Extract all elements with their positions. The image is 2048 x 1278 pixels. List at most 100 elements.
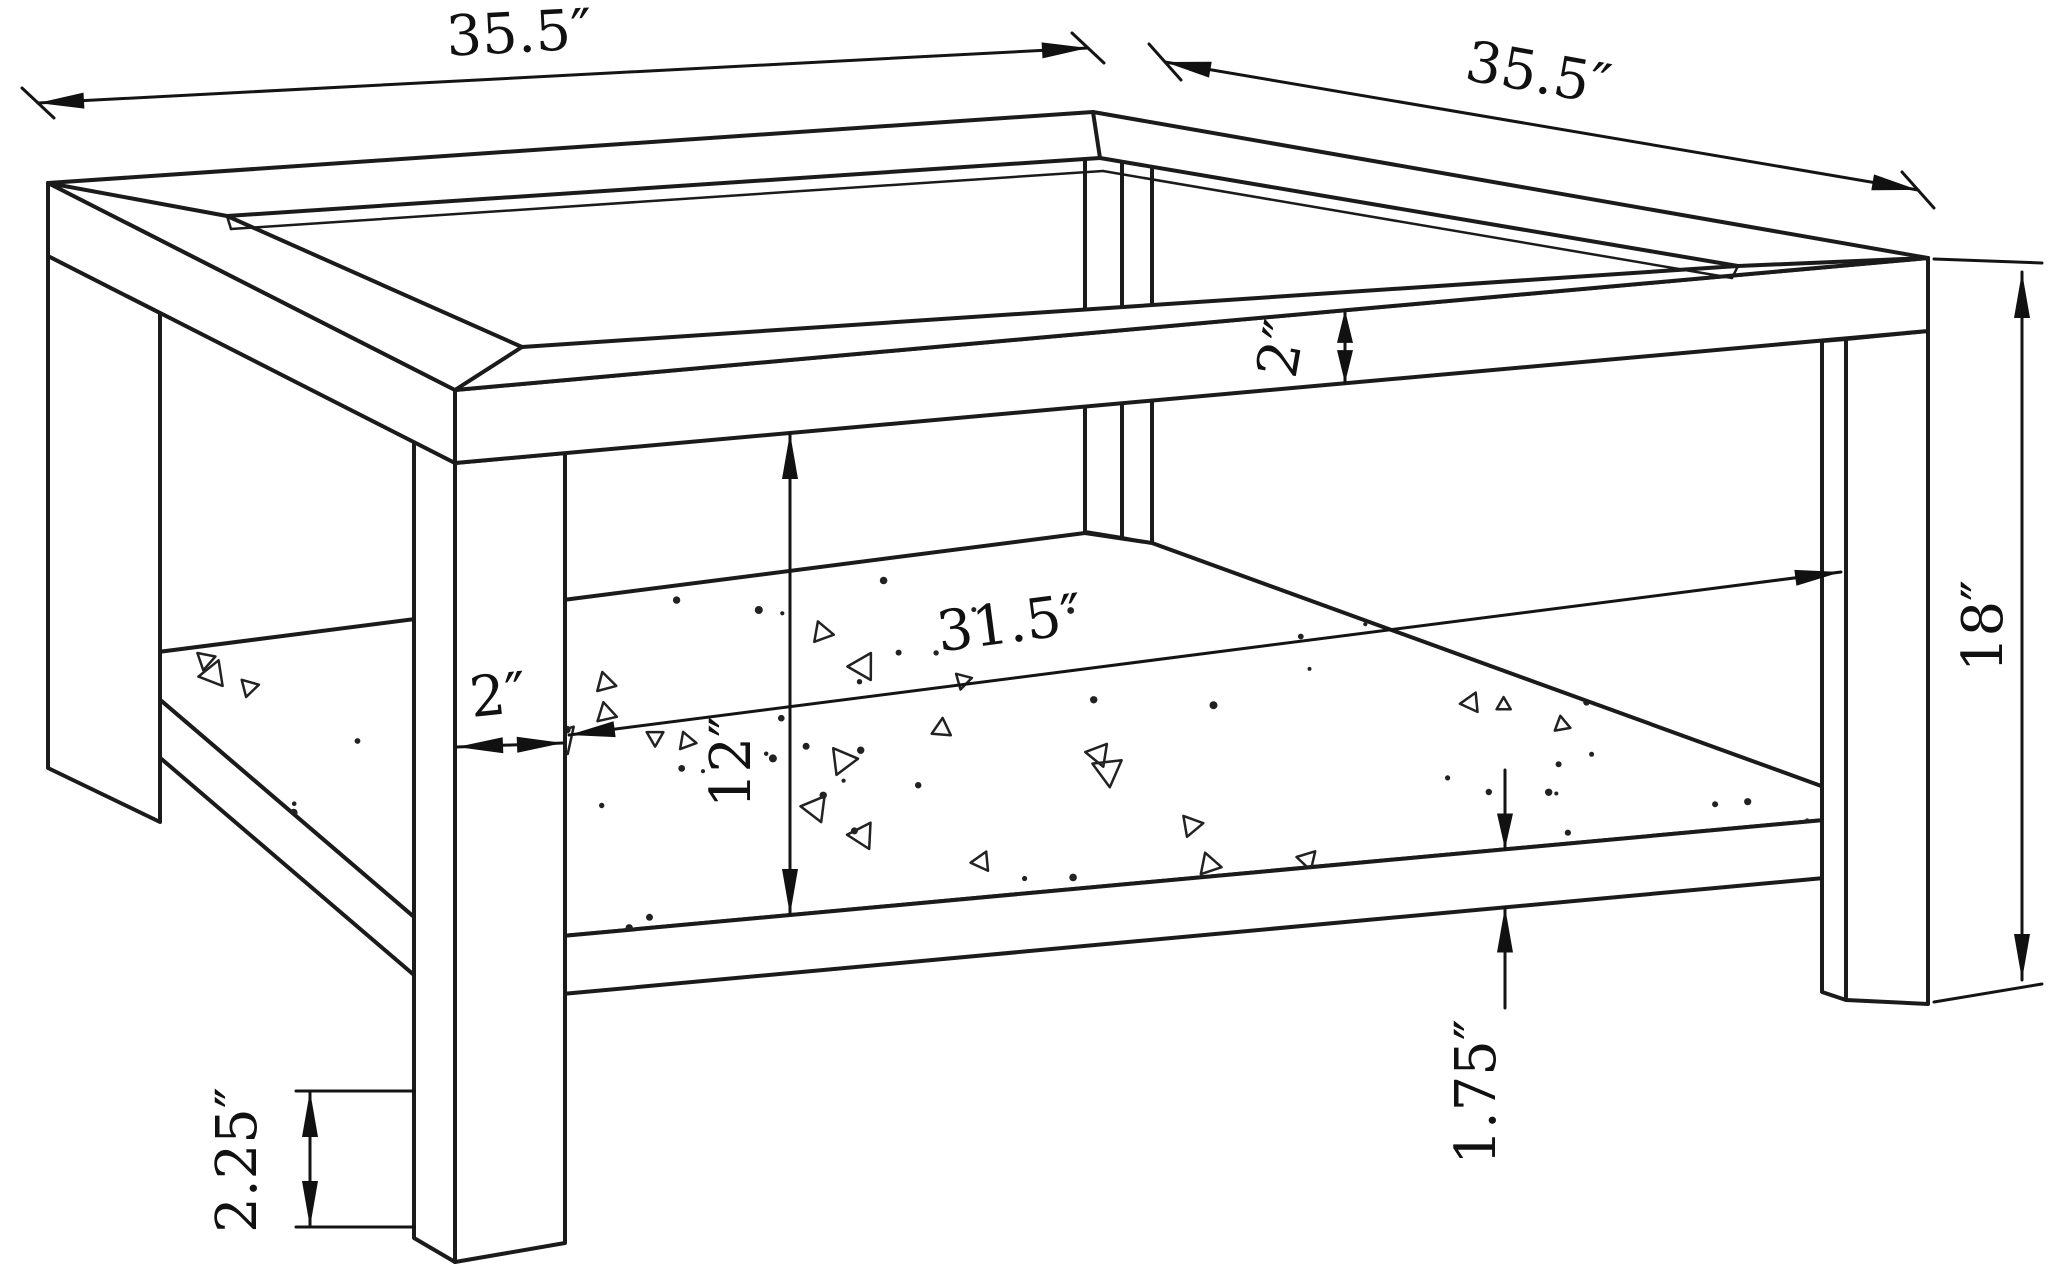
- dim-leg-bottom-label: 2.25″: [205, 1087, 270, 1233]
- dim-top-right-depth: [1147, 42, 1936, 210]
- arrowhead: [1337, 310, 1353, 343]
- speck-dot: [1307, 666, 1312, 671]
- speck-dot: [1485, 788, 1493, 796]
- arrowhead: [782, 433, 798, 479]
- speck-dot: [764, 751, 769, 756]
- dim-top-left-label: 35.5″: [445, 0, 594, 70]
- arrowhead: [1337, 350, 1353, 383]
- speck-dot: [672, 596, 681, 604]
- speck-dot: [1363, 622, 1368, 627]
- dim-shelf-width: [567, 569, 1843, 738]
- line: [1070, 31, 1106, 65]
- arrowhead: [457, 737, 504, 754]
- speck-dot: [678, 765, 686, 772]
- right-leg-front-face: [1844, 329, 1930, 1006]
- speck-dot: [1445, 775, 1451, 781]
- right-leg-side-face: [1820, 337, 1848, 1002]
- speck-dot: [1712, 801, 1719, 808]
- speck-triangle: [846, 651, 873, 682]
- line: [1932, 257, 2044, 265]
- speck-triangle: [596, 670, 618, 693]
- speck-dot: [354, 738, 361, 744]
- line: [1736, 256, 1930, 268]
- line: [1163, 60, 1920, 192]
- line: [453, 345, 524, 392]
- dim-height: [1932, 257, 2044, 1004]
- speck-dot: [700, 769, 706, 774]
- speck-dot: [1297, 633, 1304, 640]
- line: [1147, 42, 1183, 82]
- dim-shelf-clearance: [782, 431, 798, 917]
- dim-shelf-thickness: [1497, 768, 1513, 1010]
- speck-triangle: [1553, 714, 1572, 732]
- speck-dot: [895, 649, 902, 656]
- speck-dot: [915, 782, 922, 789]
- dim-leg-width: [455, 736, 565, 754]
- front-leg-front-face: [453, 451, 567, 1264]
- dim-frame-thickness: [1337, 308, 1353, 385]
- speck-dot: [599, 802, 605, 809]
- speck-dot: [1555, 761, 1562, 768]
- speck-dot: [857, 746, 865, 754]
- speck-dot: [291, 801, 297, 806]
- speck-triangle: [799, 795, 826, 824]
- arrowhead: [782, 869, 798, 915]
- arrowhead: [516, 736, 563, 753]
- dim-leg-bottom-height: [294, 1089, 416, 1229]
- speck-dot: [768, 754, 777, 763]
- dim-leg-width-label: 2″: [467, 660, 530, 731]
- speck-triangle: [1458, 691, 1479, 714]
- dim-frame-thickness-label: 2″: [1245, 315, 1319, 382]
- speck-triangle: [1182, 814, 1205, 839]
- speck-triangle: [1084, 742, 1109, 769]
- speck-dot: [1589, 751, 1595, 757]
- arrowhead: [569, 721, 616, 738]
- speck-dot: [1067, 607, 1075, 614]
- arrowhead: [2014, 272, 2030, 318]
- speck-dot: [933, 650, 939, 656]
- speck-triangle: [969, 850, 990, 872]
- speck-dot: [1744, 798, 1752, 806]
- line: [225, 214, 233, 231]
- line: [229, 169, 1105, 231]
- speck-dot: [1069, 873, 1077, 882]
- dim-shelf-thickness-label: 1.75″: [1444, 1019, 1509, 1165]
- speck-triangle: [197, 659, 224, 688]
- speck-triangle: [596, 700, 619, 723]
- speck-dot: [856, 679, 863, 685]
- speck-triangle: [1199, 851, 1223, 876]
- speck-triangle: [930, 716, 953, 737]
- arrowhead: [302, 1181, 318, 1227]
- speck-dot: [841, 778, 846, 783]
- speck-triangle: [1295, 850, 1317, 872]
- arrowhead: [1794, 569, 1841, 586]
- speck-dot: [1545, 788, 1553, 796]
- arrowhead: [1041, 42, 1088, 59]
- speck-dot: [754, 606, 763, 614]
- dim-shelf-clearance-label: 12″: [699, 716, 764, 808]
- left-leg: [46, 254, 162, 824]
- front-leg-left-face: [412, 440, 457, 1264]
- arrowhead: [2014, 934, 2030, 980]
- line: [1932, 982, 2044, 1004]
- line: [1091, 110, 1102, 160]
- speck-dot: [1209, 701, 1218, 710]
- speck-triangle: [196, 651, 217, 672]
- line: [1101, 169, 1734, 280]
- speck-dot: [1090, 696, 1098, 704]
- arrowhead: [1497, 907, 1513, 953]
- speck-dot: [879, 576, 888, 585]
- speck-triangle: [240, 678, 261, 699]
- dim-height-label: 18″: [1951, 580, 2016, 672]
- speck-dot: [1554, 791, 1559, 796]
- line: [567, 570, 1843, 737]
- speck-triangle: [1091, 759, 1123, 789]
- arrowhead: [302, 1091, 318, 1137]
- speck-triangle: [831, 746, 860, 777]
- speck-triangle: [845, 821, 872, 851]
- speck-dot: [780, 611, 785, 616]
- line: [36, 46, 1090, 105]
- speck-dot: [802, 742, 810, 750]
